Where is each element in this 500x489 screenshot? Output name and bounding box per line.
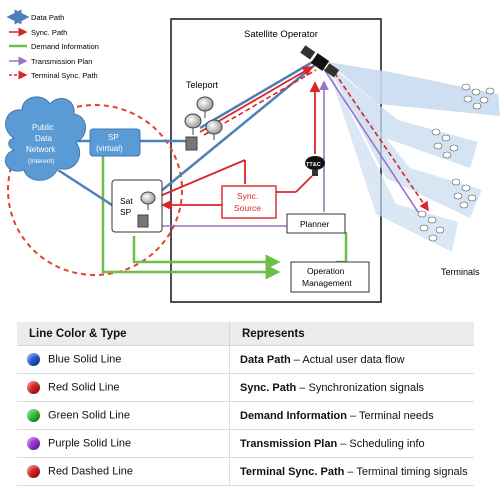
cloud-line-4: (Interent)	[28, 158, 54, 165]
dashed-sp-boundary	[7, 104, 183, 276]
planner-box: Planner	[286, 213, 346, 234]
sync-source-box: Sync. Source	[221, 185, 277, 219]
legend-row-term: Sync. Path	[240, 381, 297, 394]
legend-row-green: Green Solid Line Demand Information – Te…	[17, 401, 474, 430]
terminal-sync-lines	[203, 65, 429, 212]
legend-demand-info: Demand Information	[9, 42, 99, 51]
legend-row-red: Red Solid Line Sync. Path – Synchronizat…	[17, 373, 474, 402]
legend-row-red-dashed: Red Dashed Line Terminal Sync. Path – Te…	[17, 457, 474, 486]
legend-row-type-cell: Red Dashed Line	[17, 457, 230, 486]
sat-sp-line-2: SP	[120, 207, 132, 217]
planner-label: Planner	[300, 219, 329, 229]
green-dot-icon	[27, 409, 40, 422]
legend-row-type-text: Red Dashed Line	[48, 465, 134, 478]
sp-virtual-line-1: SP	[108, 133, 119, 142]
satellite-operator-label: Satellite Operator	[244, 29, 318, 40]
sp-virtual-box: SP (virtual)	[89, 128, 141, 157]
legend-row-type-cell: Purple Solid Line	[17, 429, 230, 458]
cloud-line-2: Data	[35, 134, 52, 143]
red-dot-icon	[27, 381, 40, 394]
legend-row-blue: Blue Solid Line Data Path – Actual user …	[17, 345, 474, 374]
demand-info-lines	[101, 156, 348, 280]
satellite-operator-box	[170, 18, 382, 303]
legend-row-term: Data Path	[240, 353, 291, 366]
operation-management-line-1: Operation	[307, 266, 345, 276]
legend-table-header-type: Line Color & Type	[17, 322, 230, 346]
legend-sync-path: Sync. Path	[9, 27, 67, 37]
legend-row-term: Transmission Plan	[240, 437, 338, 450]
legend-row-purple: Purple Solid Line Transmission Plan – Sc…	[17, 429, 474, 458]
legend-row-type-text: Blue Solid Line	[48, 353, 122, 366]
legend-row-desc-cell: Sync. Path – Synchronization signals	[229, 373, 474, 402]
legend-terminal-sync-label: Terminal Sync. Path	[31, 71, 98, 80]
teleport-dish-2	[184, 113, 202, 135]
teleport-dish-1	[196, 96, 214, 118]
red-dot-icon	[27, 465, 40, 478]
terminal-group-2	[431, 128, 459, 159]
legend-row-desc-cell: Transmission Plan – Scheduling info	[229, 429, 474, 458]
legend-row-desc: – Terminal needs	[346, 409, 434, 422]
legend-row-desc-cell: Data Path – Actual user data flow	[229, 345, 474, 374]
legend-table-header-represents: Represents	[229, 322, 474, 346]
teleport-dish-3	[205, 119, 223, 140]
legend-transmission-plan-label: Transmission Plan	[31, 57, 92, 66]
legend-row-type-cell: Blue Solid Line	[17, 345, 230, 374]
public-data-network-cloud: Public Data Network (Interent)	[4, 96, 86, 181]
legend-row-desc-cell: Demand Information – Terminal needs	[229, 401, 474, 430]
terminal-group-4	[417, 210, 445, 242]
cloud-line-3: Network	[26, 145, 56, 154]
legend-row-type-text: Purple Solid Line	[48, 437, 132, 450]
sat-sp-box: Sat SP	[111, 179, 163, 233]
legend-data-path: Data Path	[6, 9, 64, 25]
sat-sp-dish-icon	[140, 191, 156, 210]
operation-management-line-2: Management	[302, 278, 352, 288]
terminal-group-3	[451, 178, 477, 209]
sp-virtual-line-2: (virtual)	[96, 144, 123, 153]
blue-dot-icon	[27, 353, 40, 366]
legend-table-header-row: Line Color & Type Represents	[17, 322, 474, 346]
legend-row-desc: – Terminal timing signals	[344, 465, 468, 478]
sync-source-line-2: Source	[234, 203, 261, 213]
transmission-plan-lines	[162, 65, 419, 227]
operation-management-box: Operation Management	[290, 261, 370, 293]
sat-sp-server-icon	[137, 214, 149, 228]
network-diagram: Data Path Sync. Path Demand Information …	[4, 9, 500, 303]
legend-demand-info-label: Demand Information	[31, 42, 99, 51]
teleport-dish-icons	[184, 96, 223, 151]
sync-source-line-1: Sync.	[237, 191, 258, 201]
legend-row-desc: – Scheduling info	[337, 437, 425, 450]
tt-c-antenna-icon: TT&C	[305, 156, 325, 176]
legend-row-desc: – Actual user data flow	[290, 353, 405, 366]
sat-sp-line-1: Sat	[120, 196, 133, 206]
legend-row-type-cell: Red Solid Line	[17, 373, 230, 402]
tt-c-label: TT&C	[306, 162, 321, 168]
terminal-icons	[417, 83, 495, 242]
legend-row-term: Terminal Sync. Path	[240, 465, 345, 478]
legend-row-desc: – Synchronization signals	[296, 381, 425, 394]
top-legend: Data Path Sync. Path Demand Information …	[6, 9, 99, 80]
legend-table: Line Color & Type Represents Blue Solid …	[17, 322, 474, 486]
legend-row-type-text: Red Solid Line	[48, 381, 120, 394]
legend-row-desc-cell: Terminal Sync. Path – Terminal timing si…	[229, 457, 474, 486]
legend-row-type-text: Green Solid Line	[48, 409, 130, 422]
sync-path-lines	[159, 66, 321, 211]
terminals-label: Terminals	[441, 267, 480, 277]
cloud-line-1: Public	[32, 123, 54, 132]
teleport-server-icon	[185, 136, 198, 151]
legend-terminal-sync: Terminal Sync. Path	[9, 70, 98, 80]
purple-dot-icon	[27, 437, 40, 450]
legend-sync-path-label: Sync. Path	[31, 28, 67, 37]
terminal-beams	[328, 62, 500, 252]
terminal-group-1	[461, 83, 495, 110]
legend-data-path-label: Data Path	[31, 13, 64, 22]
legend-transmission-plan: Transmission Plan	[9, 56, 92, 66]
legend-row-term: Demand Information	[240, 409, 347, 422]
teleport-label: Teleport	[186, 80, 219, 90]
satellite-icon	[300, 45, 340, 78]
legend-row-type-cell: Green Solid Line	[17, 401, 230, 430]
